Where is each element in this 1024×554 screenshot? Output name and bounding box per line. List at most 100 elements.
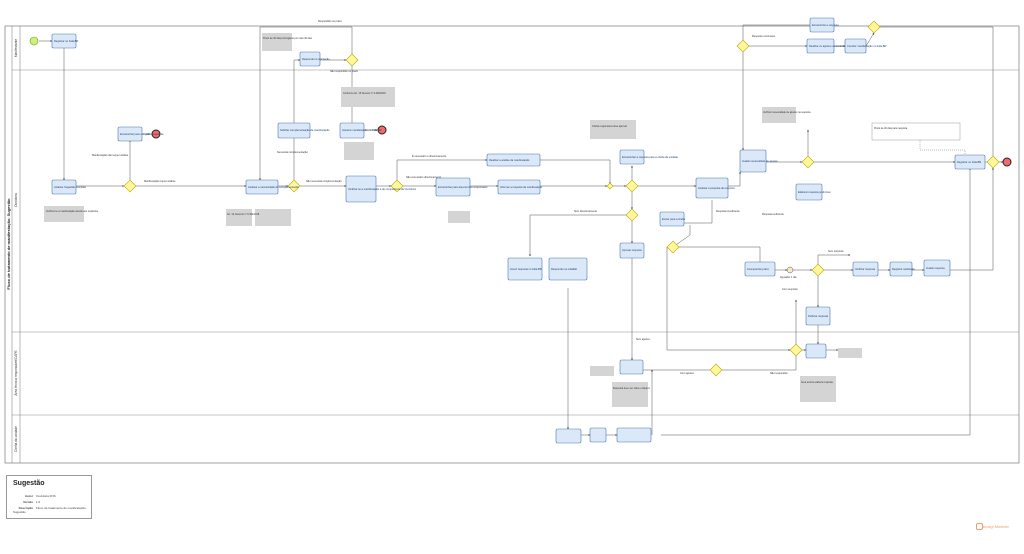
task-responder-solicitacao xyxy=(299,51,321,67)
note-text-9: Verificar necessidade de ajustes na resp… xyxy=(763,111,811,114)
task-label-realizar-ajustes: Realizar os ajustes necessários xyxy=(809,44,846,48)
task-label-registrar: Registrar no Fala.BR xyxy=(54,39,78,43)
task-label-responder-cidadao: Responder ao cidadão xyxy=(551,267,578,271)
note-10 xyxy=(590,366,614,376)
flow-label-3: Não necessita complementação xyxy=(306,180,342,183)
task-label-acompanhar-prazo: Acompanhar prazo xyxy=(747,267,769,271)
note-4 xyxy=(262,33,292,51)
flow-label-16: Com ajustes xyxy=(680,372,695,375)
task-label-avaliar-resposta: Avaliar resposta xyxy=(926,266,945,270)
task-concluir xyxy=(844,38,867,54)
pool-frame xyxy=(4,25,1020,464)
note-text-5: Conforme Art. 15 Decreto nº 9.492/2018 xyxy=(343,91,386,95)
task-label-elaborar-resposta: Elaborar resposta preliminar xyxy=(798,190,831,194)
task-label-encaminhar-chefia: Encaminhar a resposta para a chefia da u… xyxy=(622,155,679,159)
gateway-15 xyxy=(709,363,723,377)
info-key-author: Autor xyxy=(25,494,33,498)
task-labels: Registrar no Fala.BR Analisar Sugestão r… xyxy=(54,23,981,318)
sequence-flows xyxy=(39,24,1004,436)
note-12 xyxy=(800,376,836,402)
task-label-inserir-resposta: Inserir resposta no Fala.BR xyxy=(510,267,542,271)
task-analisar-sugestao xyxy=(51,179,77,195)
task-label-encaminhar-resposta: Encaminhar a resposta xyxy=(812,23,839,27)
task-avaliar-resposta xyxy=(923,259,951,277)
flow-label-2: Manifestação requer análise xyxy=(144,180,176,183)
task-verificar-competencia xyxy=(345,175,377,203)
task-label-publicar-resposta: Publicar resposta xyxy=(808,314,829,318)
legal-note-box xyxy=(871,122,961,141)
task-label-registrar-falabr: Registrar no Fala.BR xyxy=(957,160,981,164)
flow-label-10: Resposta insuficiente xyxy=(716,210,740,213)
note-6 xyxy=(344,142,374,160)
gateway-13 xyxy=(811,263,825,277)
info-value-author: Ouvidoria FNS xyxy=(36,494,56,498)
flow-label-14: Com resposta xyxy=(782,288,798,291)
gateway-11 xyxy=(986,155,1000,169)
task-solicitar-complementacao xyxy=(277,122,311,139)
tasks[interactable] xyxy=(51,17,986,444)
gateway-8 xyxy=(736,39,750,53)
gateway-6 xyxy=(625,179,639,193)
task-aprovar-resposta xyxy=(619,242,645,259)
legal-note-connector xyxy=(919,140,966,155)
gateway-9 xyxy=(801,155,815,169)
gateway-7 xyxy=(625,208,639,222)
annotations xyxy=(44,33,862,407)
task-label-analisar-proposta: Analisar a proposta de resposta xyxy=(698,186,735,190)
task-label-arquivar: Arquivar manifestação no Fala.BR xyxy=(342,128,382,132)
flow-label-8: Não necessário direcionamento xyxy=(406,176,442,179)
note-8 xyxy=(590,120,636,139)
task-analisar-complementacao xyxy=(245,179,279,195)
start-event xyxy=(29,36,39,46)
pool-title: Fluxo de tratamento de manifestação: Sug… xyxy=(6,198,11,290)
flow-label-9: Sem direcionamento xyxy=(574,210,598,213)
end-event-1 xyxy=(151,129,161,139)
task-informar-resposta xyxy=(497,179,541,195)
task-acompanhar-prazo xyxy=(744,261,776,277)
flow-label-6: Não respondido no prazo xyxy=(330,70,359,73)
brand-label: bizagi Modeler xyxy=(983,524,1010,529)
gateway-1 xyxy=(123,179,137,193)
task-label-responder-solicitacao: Responder à solicitação xyxy=(302,57,330,61)
flow-label-12: Aguardar 1 dia xyxy=(780,276,797,279)
task-label-verificar-competencia: Verificar se a manifestação é de competê… xyxy=(348,187,416,191)
lane-label-ouvidoria: Ouvidoria xyxy=(14,193,18,207)
note-text-2: Art. 13, Decreto nº 9.492/2018 xyxy=(227,212,260,216)
note-text-8: Chefia responsável deve aprovar xyxy=(592,125,627,128)
task-label-concluir: Concluir manifestação no Fala.BR xyxy=(847,44,886,48)
gateway-2 xyxy=(287,179,301,193)
task-realizar-ajustes xyxy=(806,38,835,54)
end-event-3 xyxy=(1002,157,1012,167)
info-key-version: Versão xyxy=(23,500,33,504)
note-13 xyxy=(838,348,862,358)
note-7 xyxy=(448,211,470,223)
info-value-description: Fluxo de tratamento de manifestação - Su… xyxy=(13,506,88,514)
lane-label-manifestante: Manifestante xyxy=(14,39,18,57)
task-label-realizar-analise: Realizar a análise da manifestação xyxy=(489,158,530,162)
task-chefia-enviar xyxy=(616,427,652,443)
task-encaminhar-orgao xyxy=(117,126,143,142)
task-elaborar-resposta xyxy=(795,183,823,201)
task-label-solicitar-complementacao: Solicitar complementação da manifestação xyxy=(280,128,330,132)
task-arquivar xyxy=(339,122,365,139)
flow-label-15: Não respondido xyxy=(770,372,788,375)
task-label-avaliar-ajustes: Avaliar necessidade de ajustes xyxy=(742,159,778,163)
lane-label-chefia: Chefia da unidade xyxy=(14,426,18,452)
task-label-encaminhar-orgao: Encaminhar para o órgão competente xyxy=(120,132,164,136)
task-label-enviar-chefia: Enviar para a chefia xyxy=(662,217,686,221)
task-encaminhar-resposta xyxy=(809,17,835,33)
task-chefia-aprovar xyxy=(555,428,582,444)
flow-label-17: Sem ajustes xyxy=(636,338,651,341)
note-9 xyxy=(762,107,796,123)
note-5 xyxy=(341,87,395,107)
end-event-2 xyxy=(377,125,387,135)
gateway-14 xyxy=(789,343,803,357)
flow-label-13: Sem resposta xyxy=(828,250,844,253)
gateway-12 xyxy=(666,240,680,254)
flow-label-1: Manifestação não requer análise xyxy=(92,154,129,157)
task-verificar-resposta xyxy=(852,261,879,277)
note-11 xyxy=(612,382,648,407)
task-registrar-falabr xyxy=(954,154,986,170)
task-avaliar-ajustes xyxy=(739,149,767,173)
